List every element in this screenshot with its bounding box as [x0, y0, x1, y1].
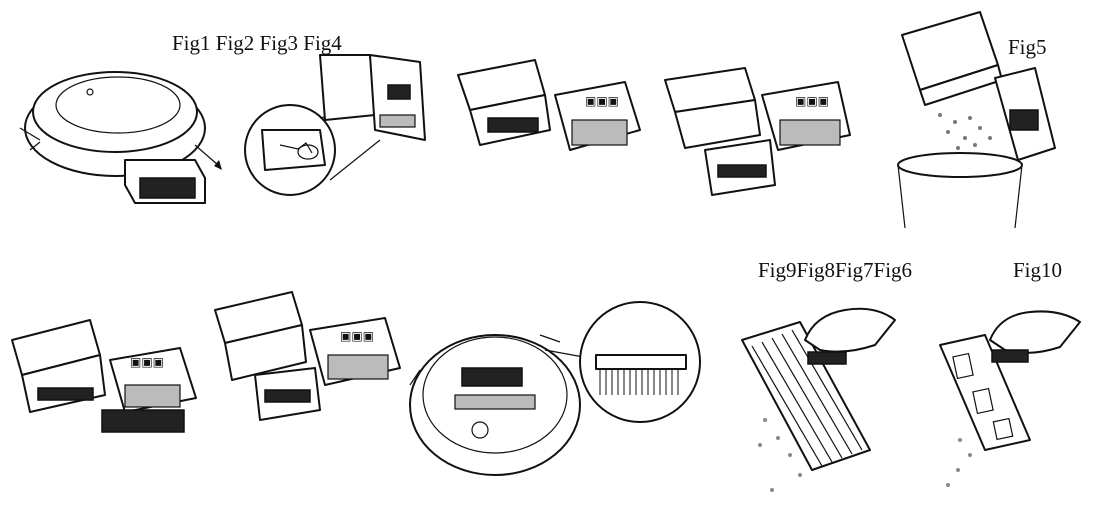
fig9-dustbin-hepa-icon: ▣▣▣: [12, 320, 196, 432]
fig10-brushing-hepa-icon: [940, 311, 1080, 487]
svg-text:▣▣▣: ▣▣▣: [795, 94, 829, 108]
fig4-dustbin-filter-removed-icon: ▣▣▣: [665, 68, 850, 195]
fig8-dustbin-sponge-icon: ▣▣▣: [215, 292, 400, 420]
fig3-open-dustbin-icon: ▣▣▣: [458, 60, 640, 150]
svg-text:▣▣▣: ▣▣▣: [130, 355, 164, 369]
fig7-robot-underside-icon: [410, 302, 700, 475]
fig5-empty-dustbin-icon: [898, 12, 1055, 228]
svg-text:▣▣▣: ▣▣▣: [340, 329, 374, 343]
svg-text:▣▣▣: ▣▣▣: [585, 94, 619, 108]
fig2-release-button-icon: [245, 55, 425, 195]
fig1-robot-dustbin-icon: [20, 72, 222, 203]
fig6-brushing-filter-icon: [742, 309, 895, 492]
